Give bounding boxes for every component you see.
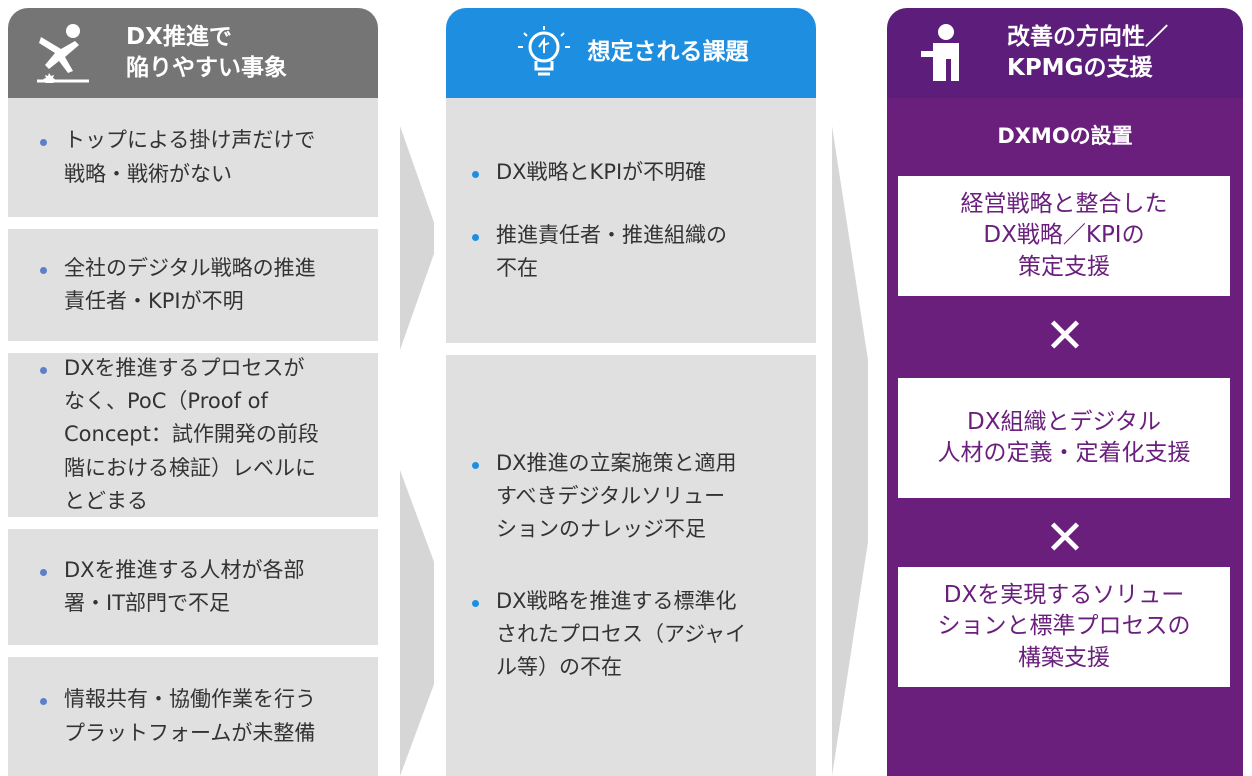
pitfalls-title-line2: 陥りやすい事象 bbox=[126, 55, 287, 81]
issue-item: DX推進の立案施策と適用 すべきデジタルソリュー ションのナレッジ不足 bbox=[472, 447, 796, 547]
improvement-header: 改善の方向性／ KPMGの支援 bbox=[887, 8, 1243, 98]
issue-line: 不在 bbox=[496, 256, 538, 281]
support-line: DX組織とデジタル bbox=[966, 408, 1161, 435]
pitfall-line: 署・IT部門で不足 bbox=[64, 591, 231, 615]
support-line: DX戦略／KPIの bbox=[983, 222, 1145, 249]
pitfall-line: 戦略・戦術がない bbox=[64, 161, 232, 186]
pitfall-item: DXを推進するプロセスが なく、PoC（Proof of Concept：試作開… bbox=[40, 352, 358, 518]
support-line: 策定支援 bbox=[1018, 253, 1110, 280]
support-box-3: DXを実現するソリュー ションと標準プロセスの 構築支援 bbox=[898, 567, 1230, 687]
pitfall-line: Concept：試作開発の前段 bbox=[64, 422, 319, 447]
person-icon bbox=[887, 23, 997, 83]
issue-line: DX戦略とKPIが不明確 bbox=[496, 159, 707, 184]
lightbulb-icon bbox=[514, 25, 574, 81]
pitfall-line: トップによる掛け声だけで bbox=[64, 128, 316, 153]
issue-line: ションのナレッジ不足 bbox=[496, 517, 706, 542]
pitfall-line: 責任者・KPIが不明 bbox=[64, 289, 244, 313]
issue-line: されたプロセス（アジャイ bbox=[496, 621, 747, 646]
arrow-shape-upper bbox=[400, 126, 434, 350]
issue-item: DX戦略を推進する標準化 されたプロセス（アジャイ ル等）の不在 bbox=[472, 585, 796, 685]
support-line: 人材の定義・定着化支援 bbox=[937, 440, 1191, 466]
improvement-title-line1: 改善の方向性／ bbox=[1007, 23, 1168, 50]
issues-title: 想定される課題 bbox=[587, 39, 749, 66]
pitfall-line: DXを推進する人材が各部 bbox=[64, 557, 305, 582]
pitfalls-header: DX推進で 陥りやすい事象 bbox=[8, 8, 378, 98]
pitfall-line: プラットフォームが未整備 bbox=[64, 720, 316, 745]
support-line: 経営戦略と整合した bbox=[960, 191, 1168, 218]
pitfall-line: とどまる bbox=[64, 488, 148, 513]
cross-icon: ✕ bbox=[1044, 308, 1086, 364]
slipping-person-icon bbox=[8, 23, 118, 83]
pitfall-box-4: DXを推進する人材が各部 署・IT部門で不足 bbox=[8, 529, 378, 645]
arrow-shape-lower bbox=[400, 470, 434, 776]
improvement-title-line2: KPMGの支援 bbox=[1007, 55, 1153, 81]
support-box-2: DX組織とデジタル 人材の定義・定着化支援 bbox=[898, 378, 1230, 498]
issue-line: DX戦略を推進する標準化 bbox=[496, 588, 737, 613]
issues-box-1: DX戦略とKPIが不明確 推進責任者・推進組織の 不在 bbox=[446, 98, 816, 343]
pitfall-box-1: トップによる掛け声だけで 戦略・戦術がない bbox=[8, 98, 378, 217]
pitfall-line: DXを推進するプロセスが bbox=[64, 356, 305, 381]
pitfalls-title-line1: DX推進で bbox=[126, 23, 232, 50]
pitfall-item: トップによる掛け声だけで 戦略・戦術がない bbox=[40, 124, 358, 190]
issue-line: 推進責任者・推進組織の bbox=[496, 222, 727, 247]
pitfall-box-3: DXを推進するプロセスが なく、PoC（Proof of Concept：試作開… bbox=[8, 353, 378, 517]
pitfall-line: 階における検証）レベルに bbox=[64, 455, 316, 480]
pitfall-line: 全社のデジタル戦略の推進 bbox=[64, 255, 316, 280]
improvement-title: 改善の方向性／ KPMGの支援 bbox=[1007, 22, 1168, 84]
pitfalls-title: DX推進で 陥りやすい事象 bbox=[126, 22, 287, 84]
issue-item: DX戦略とKPIが不明確 bbox=[472, 156, 796, 189]
dxmo-heading: DXMOの設置 bbox=[997, 124, 1133, 148]
pitfall-box-2: 全社のデジタル戦略の推進 責任者・KPIが不明 bbox=[8, 229, 378, 341]
arrow-shape-right bbox=[832, 126, 868, 776]
pitfall-item: 情報共有・協働作業を行う プラットフォームが未整備 bbox=[40, 683, 358, 749]
issue-line: ル等）の不在 bbox=[496, 654, 622, 679]
support-line: DXを実現するソリュー bbox=[943, 582, 1185, 609]
support-line: ションと標準プロセスの bbox=[937, 613, 1191, 640]
pitfall-line: なく、PoC（Proof of bbox=[64, 389, 268, 414]
pitfall-line: 情報共有・協働作業を行う bbox=[64, 687, 316, 712]
issues-box-2: DX推進の立案施策と適用 すべきデジタルソリュー ションのナレッジ不足 DX戦略… bbox=[446, 355, 816, 776]
issue-line: すべきデジタルソリュー bbox=[496, 484, 726, 509]
pitfall-item: DXを推進する人材が各部 署・IT部門で不足 bbox=[40, 554, 358, 620]
issue-line: DX推進の立案施策と適用 bbox=[496, 450, 737, 475]
support-line: 構築支援 bbox=[1018, 644, 1110, 671]
support-box-1: 経営戦略と整合した DX戦略／KPIの 策定支援 bbox=[898, 176, 1230, 296]
pitfall-box-5: 情報共有・協働作業を行う プラットフォームが未整備 bbox=[8, 657, 378, 776]
issues-header: 想定される課題 bbox=[446, 8, 816, 98]
cross-icon: ✕ bbox=[1044, 510, 1086, 566]
pitfall-item: 全社のデジタル戦略の推進 責任者・KPIが不明 bbox=[40, 252, 358, 318]
issue-item: 推進責任者・推進組織の 不在 bbox=[472, 219, 796, 285]
